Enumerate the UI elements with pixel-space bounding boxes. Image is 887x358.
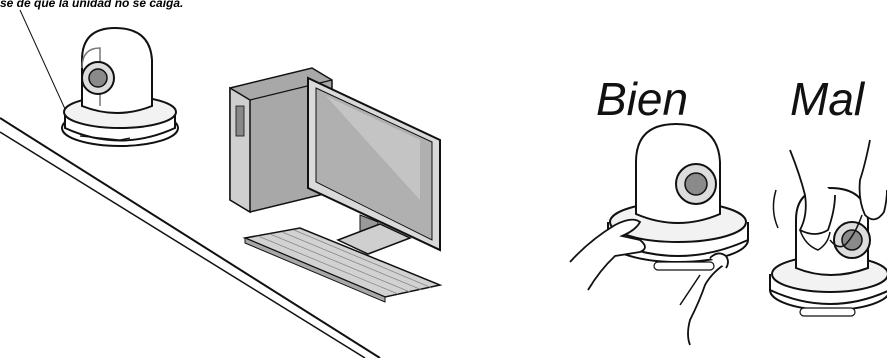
good-label: Bien [596, 76, 688, 122]
bad-label: Mal [790, 76, 864, 122]
hand-icon [773, 140, 887, 250]
monitor-icon [308, 78, 440, 254]
leader-line [20, 10, 70, 120]
camera-icon [62, 28, 178, 146]
